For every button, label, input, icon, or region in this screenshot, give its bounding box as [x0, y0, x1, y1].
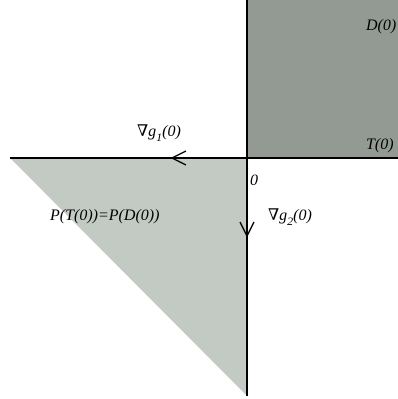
grad1-arg: (0) [162, 123, 181, 140]
grad2-sub: 2 [287, 214, 293, 228]
grad1-sub: 1 [156, 130, 162, 144]
label-polar-cone: P(T(0))=P(D(0)) [49, 207, 159, 224]
polar-cone-region [10, 158, 247, 396]
label-t0: T(0) [366, 136, 394, 153]
grad1-nabla: ∇ [137, 123, 148, 140]
grad2-nabla: ∇ [268, 207, 279, 224]
label-origin: 0 [250, 172, 258, 189]
label-grad-g1: ∇g1(0) [137, 123, 181, 144]
label-grad-g2: ∇g2(0) [268, 207, 312, 228]
grad1-arrowhead [170, 150, 187, 166]
grad1-g: g [148, 123, 156, 140]
label-d0: D(0) [365, 17, 396, 34]
grad2-g: g [279, 207, 287, 224]
grad2-arrowhead [239, 221, 255, 238]
grad2-arg: (0) [293, 207, 312, 224]
tangent-cone-region [247, 0, 398, 158]
